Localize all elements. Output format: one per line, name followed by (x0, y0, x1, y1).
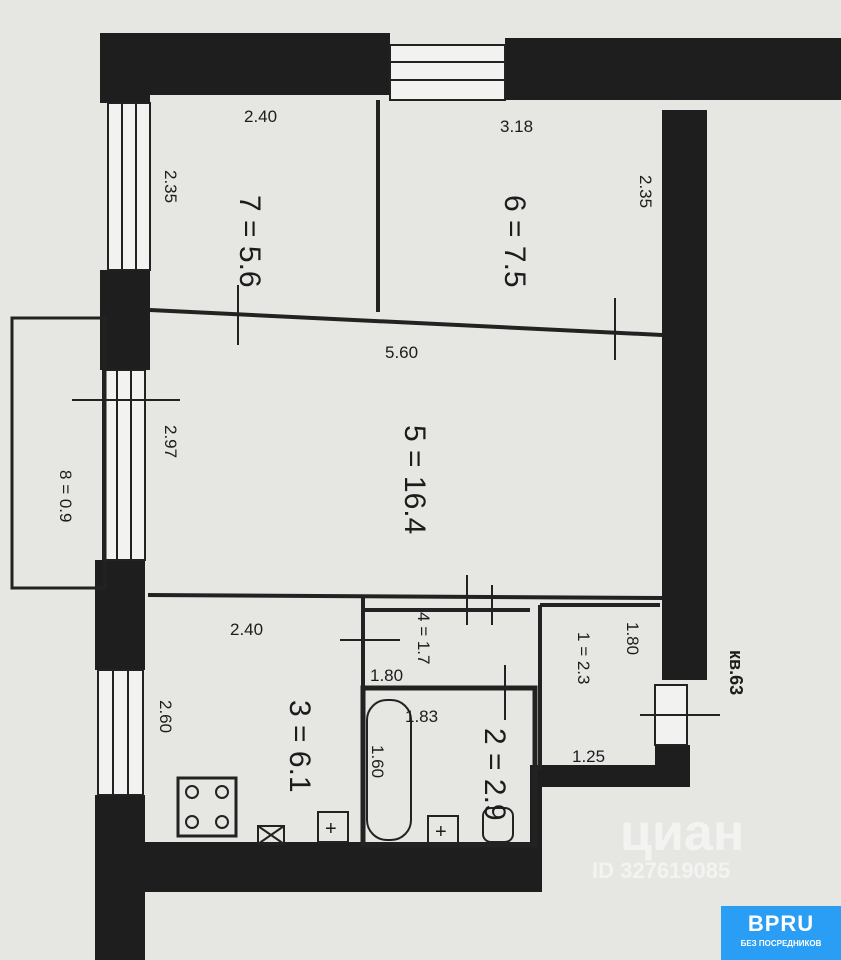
svg-text:6 = 7.5: 6 = 7.5 (498, 195, 531, 288)
svg-text:циан: циан (620, 804, 744, 862)
watermark: циан ID 327619085 (592, 804, 744, 883)
svg-text:8 = 0.9: 8 = 0.9 (56, 470, 75, 522)
svg-text:1.80: 1.80 (370, 666, 403, 685)
windows (97, 44, 688, 796)
svg-text:1.60: 1.60 (368, 745, 387, 778)
svg-text:1 = 2.3: 1 = 2.3 (574, 632, 593, 684)
walls (95, 33, 841, 960)
svg-text:2.60: 2.60 (156, 700, 175, 733)
balcony-outline (10, 316, 107, 590)
svg-text:2.97: 2.97 (161, 425, 180, 458)
svg-text:4 = 1.7: 4 = 1.7 (414, 612, 433, 664)
badge-name: BPRU (747, 911, 815, 936)
svg-text:2.40: 2.40 (244, 107, 277, 126)
fixtures: + + (176, 699, 514, 845)
toilet-icon (482, 807, 514, 843)
socket-icon (427, 815, 459, 845)
stove-icon (176, 776, 238, 838)
room-labels: 7 = 5.6 6 = 7.5 5 = 16.4 8 = 0.9 4 = 1.7… (56, 195, 746, 821)
badge-tagline: БЕЗ ПОСРЕДНИКОВ (740, 939, 822, 948)
svg-text:+: + (435, 821, 447, 843)
svg-text:5.60: 5.60 (385, 343, 418, 362)
svg-text:5 = 16.4: 5 = 16.4 (398, 425, 431, 534)
svg-text:2.35: 2.35 (636, 175, 655, 208)
svg-text:2 = 2.9: 2 = 2.9 (478, 728, 511, 821)
svg-text:1.25: 1.25 (572, 747, 605, 766)
svg-text:+: + (325, 818, 337, 840)
svg-text:3 = 6.1: 3 = 6.1 (283, 700, 316, 793)
svg-text:2.35: 2.35 (161, 170, 180, 203)
partitions (10, 100, 720, 848)
svg-text:ID 327619085: ID 327619085 (592, 858, 730, 883)
svg-text:2.40: 2.40 (230, 620, 263, 639)
bpru-badge: BPRU БЕЗ ПОСРЕДНИКОВ (721, 906, 841, 960)
svg-text:3.18: 3.18 (500, 117, 533, 136)
dimensions: 2.40 3.18 2.35 2.35 5.60 2.97 2.40 2.60 … (156, 107, 655, 778)
sink-icon (257, 825, 285, 845)
socket-icon (317, 811, 349, 843)
apartment-label: кв.63 (726, 650, 746, 695)
svg-text:1.80: 1.80 (623, 622, 642, 655)
svg-text:1.83: 1.83 (405, 707, 438, 726)
bathtub-icon (366, 699, 412, 841)
svg-text:7 = 5.6: 7 = 5.6 (233, 195, 266, 288)
